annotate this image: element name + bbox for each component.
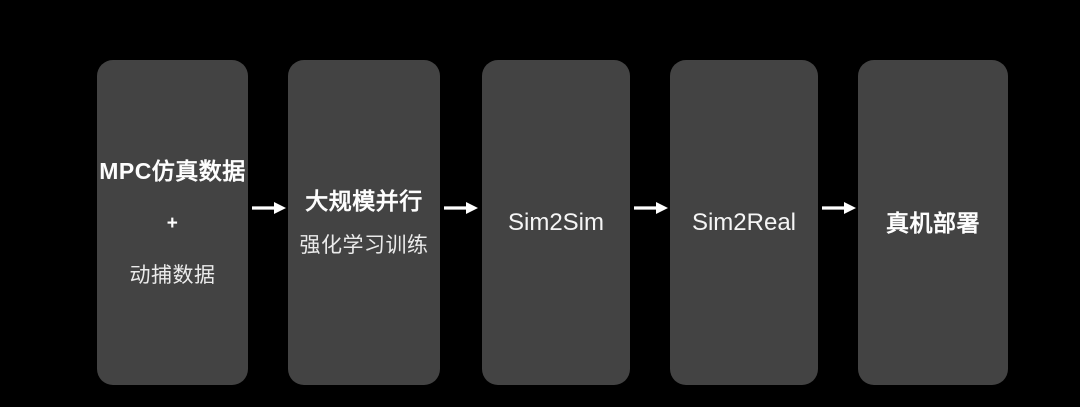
stage-box-sim2sim: Sim2Sim <box>482 60 630 385</box>
stage-1-line-3: 动捕数据 <box>129 263 216 287</box>
stage-box-large-scale-parallel-rl-training: 大规模并行 强化学习训练 <box>288 60 440 385</box>
stage-2-line-1: 大规模并行 <box>305 187 423 214</box>
stage-4-label: Sim2Real <box>691 208 797 236</box>
arrow-stage4-to-stage5 <box>822 200 856 216</box>
arrow-stage1-to-stage2 <box>252 200 286 216</box>
stage-box-sim2real: Sim2Real <box>670 60 818 385</box>
stage-box-real-robot-deployment: 真机部署 <box>858 60 1008 385</box>
stage-5-label: 真机部署 <box>886 209 980 236</box>
stage-2-line-2: 强化学习训练 <box>299 233 429 257</box>
arrow-stage2-to-stage3 <box>444 200 478 216</box>
arrow-stage3-to-stage4 <box>634 200 668 216</box>
stage-3-label: Sim2Sim <box>507 208 604 236</box>
stage-1-line-1: MPC仿真数据 <box>99 157 246 184</box>
stage-1-plus-symbol: + <box>166 212 179 234</box>
stage-box-mpc-sim-data: MPC仿真数据 + 动捕数据 <box>97 60 248 385</box>
